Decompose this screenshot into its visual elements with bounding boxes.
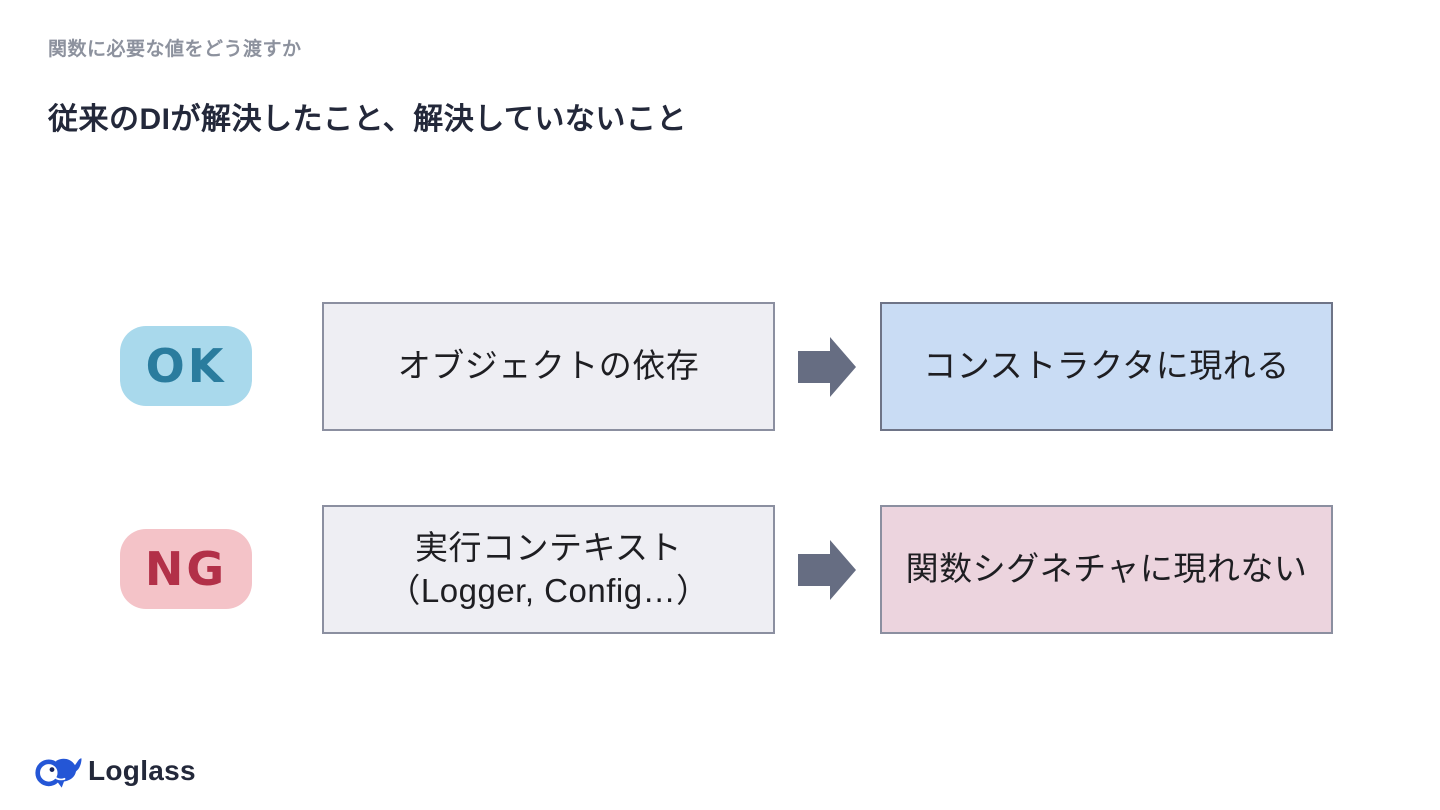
- source-box-ng: 実行コンテキスト （Logger, Config…）: [322, 505, 775, 634]
- source-box-ng-line1: 実行コンテキスト: [414, 528, 682, 566]
- right-arrow-icon: [798, 540, 856, 600]
- ok-badge-label: OK: [145, 339, 227, 393]
- row-ok: OK オブジェクトの依存 コンストラクタに現れる: [0, 302, 1440, 431]
- row-ng: NG 実行コンテキスト （Logger, Config…） 関数シグネチャに現れ…: [0, 505, 1440, 634]
- ng-badge: NG: [120, 529, 252, 609]
- loglass-logo: Loglass: [34, 748, 196, 794]
- slide-eyebrow: 関数に必要な値をどう渡すか: [48, 39, 302, 60]
- result-box-ng: 関数シグネチャに現れない: [880, 505, 1333, 634]
- ok-badge: OK: [120, 326, 252, 406]
- loglass-logo-text: Loglass: [88, 755, 196, 786]
- loglass-whale-icon: [35, 758, 82, 788]
- page-title: 従来のDIが解決したこと、解決していないこと: [48, 103, 687, 136]
- right-arrow-icon: [798, 337, 856, 397]
- source-box-ok-label: オブジェクトの依存: [397, 347, 700, 385]
- ng-badge-label: NG: [144, 542, 228, 596]
- source-box-ng-line2: （Logger, Config…）: [387, 571, 710, 609]
- result-box-ok: コンストラクタに現れる: [880, 302, 1333, 431]
- result-box-ng-label: 関数シグネチャに現れない: [905, 550, 1308, 588]
- source-box-ok: オブジェクトの依存: [322, 302, 775, 431]
- result-box-ok-label: コンストラクタに現れる: [923, 347, 1290, 385]
